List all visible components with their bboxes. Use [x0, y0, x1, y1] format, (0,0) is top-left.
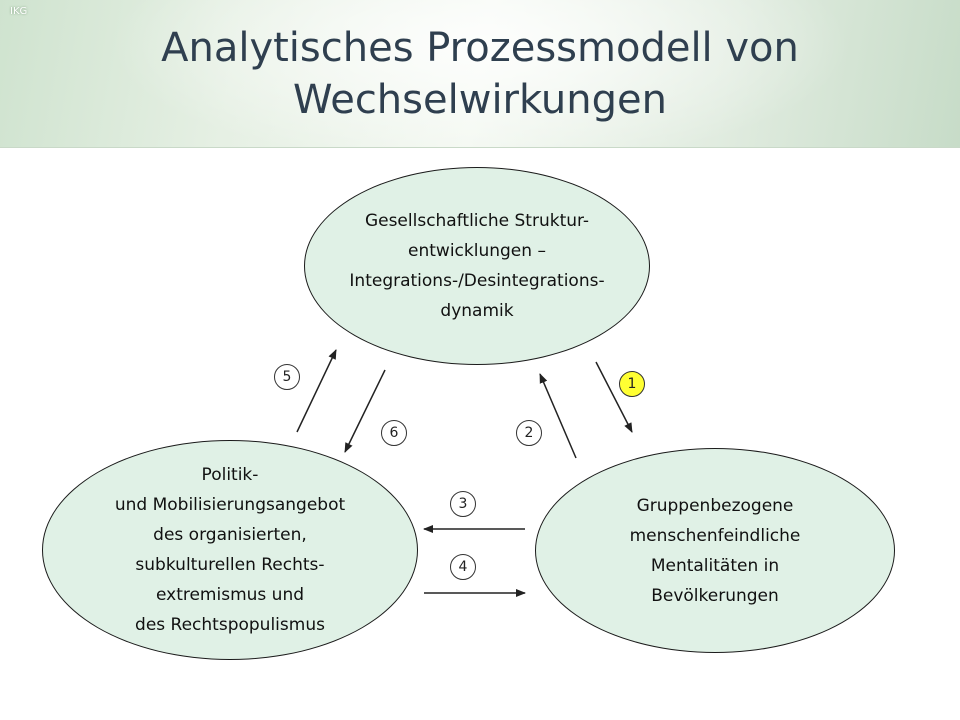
title-banner: IKG Analytisches Prozessmodell von Wechs… [0, 0, 960, 148]
node-top-line: entwicklungen – [408, 241, 546, 261]
node-left-line: extremismus und [155, 585, 305, 605]
title-line-2: Wechselwirkungen [293, 77, 667, 123]
node-left-text: Politik- und Mobilisierungsangebot des o… [115, 460, 345, 640]
node-structural-developments: Gesellschaftliche Struktur- entwicklunge… [304, 167, 650, 365]
badge-3: 3 [450, 491, 476, 517]
node-right-line: Mentalitäten in [650, 555, 780, 576]
node-right-text: Gruppenbezogene menschenfeindliche Menta… [630, 491, 801, 611]
node-left-line: und Mobilisierungsangebot [114, 495, 346, 515]
node-left-line: des Rechtspopulismus [135, 615, 325, 635]
node-political-offer: Politik- und Mobilisierungsangebot des o… [42, 440, 418, 660]
arrow-2 [539, 373, 577, 459]
arrow-5 [296, 349, 337, 433]
badge-5: 5 [274, 364, 300, 390]
node-left-line: des organisierten, [153, 525, 307, 545]
node-top-line: Integrations-/Desintegrations- [349, 271, 605, 291]
node-left-line: subkulturellen Rechts- [135, 555, 325, 575]
title-line-1: Analytisches Prozessmodell von [161, 25, 799, 71]
node-top-line: Gesellschaftliche Struktur- [364, 211, 590, 231]
node-right-line: Gruppenbezogene [636, 495, 794, 516]
node-top-text: Gesellschaftliche Struktur- entwicklunge… [349, 206, 604, 326]
badge-6: 6 [381, 420, 407, 446]
page-title: Analytisches Prozessmodell von Wechselwi… [0, 22, 960, 126]
arrow-6 [344, 369, 386, 453]
badge-2: 2 [516, 420, 542, 446]
arrow-1 [595, 361, 633, 433]
node-left-line: Politik- [201, 465, 259, 485]
node-right-line: Bevölkerungen [651, 585, 779, 606]
node-group-mentalities: Gruppenbezogene menschenfeindliche Menta… [535, 448, 895, 653]
node-right-line: menschenfeindliche [629, 525, 801, 546]
corner-label: IKG [10, 6, 28, 17]
badge-4: 4 [450, 554, 476, 580]
badge-1: 1 [619, 371, 645, 397]
node-top-line: dynamik [440, 301, 514, 321]
